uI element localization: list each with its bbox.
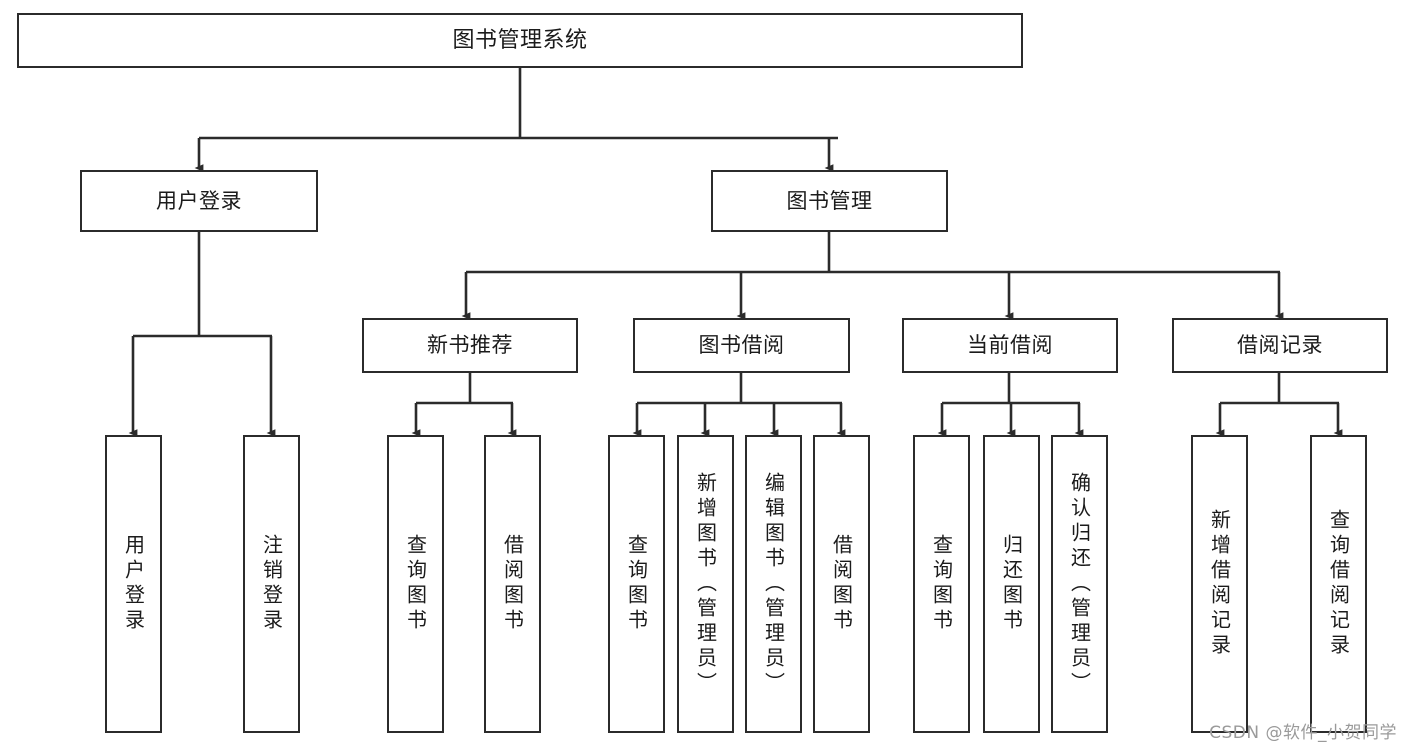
node-leaf-borrow-book-2-label: 借阅图书 [829, 534, 854, 634]
node-leaf-add-record[interactable]: 新增借阅记录 [1191, 435, 1248, 733]
node-leaf-query-record-label: 查询借阅记录 [1326, 509, 1351, 659]
node-root-label: 图书管理系统 [452, 27, 588, 53]
node-leaf-query-record[interactable]: 查询借阅记录 [1310, 435, 1367, 733]
node-leaf-confirm-return-label: 确认归还（管理员） [1067, 471, 1092, 697]
node-user-login-label: 用户登录 [156, 188, 242, 213]
node-new-book-recommend-label: 新书推荐 [427, 333, 513, 358]
node-book-borrow-label: 图书借阅 [698, 333, 785, 358]
node-leaf-logout-label: 注销登录 [259, 534, 284, 634]
node-root[interactable]: 图书管理系统 [17, 13, 1023, 68]
node-leaf-edit-book[interactable]: 编辑图书（管理员） [745, 435, 802, 733]
node-book-borrow[interactable]: 图书借阅 [633, 318, 850, 373]
node-current-borrow[interactable]: 当前借阅 [902, 318, 1118, 373]
node-current-borrow-label: 当前借阅 [967, 333, 1053, 358]
node-book-manage-label: 图书管理 [786, 188, 873, 213]
node-leaf-query-book-2-label: 查询图书 [624, 534, 649, 634]
node-leaf-add-book[interactable]: 新增图书（管理员） [677, 435, 734, 733]
node-borrow-record-label: 借阅记录 [1237, 333, 1323, 358]
node-leaf-add-record-label: 新增借阅记录 [1207, 509, 1232, 659]
node-leaf-borrow-book-1[interactable]: 借阅图书 [484, 435, 541, 733]
node-user-login[interactable]: 用户登录 [80, 170, 318, 232]
node-leaf-return-book[interactable]: 归还图书 [983, 435, 1040, 733]
node-leaf-return-book-label: 归还图书 [999, 534, 1024, 634]
node-leaf-logout[interactable]: 注销登录 [243, 435, 300, 733]
node-leaf-query-book-1[interactable]: 查询图书 [387, 435, 444, 733]
node-leaf-borrow-book-1-label: 借阅图书 [500, 534, 525, 634]
node-leaf-query-book-3[interactable]: 查询图书 [913, 435, 970, 733]
node-leaf-confirm-return[interactable]: 确认归还（管理员） [1051, 435, 1108, 733]
node-book-manage[interactable]: 图书管理 [711, 170, 948, 232]
node-leaf-borrow-book-2[interactable]: 借阅图书 [813, 435, 870, 733]
node-leaf-query-book-1-label: 查询图书 [403, 534, 428, 634]
node-leaf-query-book-2[interactable]: 查询图书 [608, 435, 665, 733]
node-leaf-query-book-3-label: 查询图书 [929, 534, 954, 634]
node-leaf-add-book-label: 新增图书（管理员） [693, 471, 718, 697]
node-leaf-user-login[interactable]: 用户登录 [105, 435, 162, 733]
node-leaf-edit-book-label: 编辑图书（管理员） [761, 471, 786, 697]
node-leaf-user-login-label: 用户登录 [121, 534, 146, 634]
node-new-book-recommend[interactable]: 新书推荐 [362, 318, 578, 373]
watermark-text: CSDN @软件_小贺同学 [1209, 723, 1397, 743]
node-borrow-record[interactable]: 借阅记录 [1172, 318, 1388, 373]
